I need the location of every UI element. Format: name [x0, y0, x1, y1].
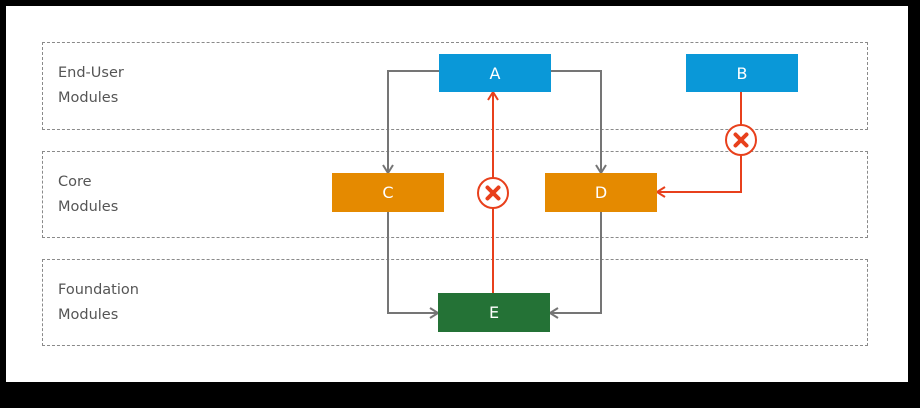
- x-circle-icon: [725, 124, 757, 156]
- layer-label-line: End-User: [58, 65, 124, 81]
- module-a: A: [439, 54, 551, 92]
- layer-label-core: Core Modules: [58, 170, 198, 220]
- module-e: E: [438, 293, 550, 332]
- module-d: D: [545, 173, 657, 212]
- module-b: B: [686, 54, 798, 92]
- arrowhead-icon: [548, 307, 559, 319]
- edge-a-to-c: [387, 70, 439, 172]
- module-c: C: [332, 173, 444, 212]
- layer-label-line: Core: [58, 174, 92, 190]
- layer-label-line: Foundation: [58, 282, 139, 298]
- layer-foundation: [42, 259, 868, 346]
- layer-label-line: Modules: [58, 307, 119, 323]
- arrowhead-icon: [487, 90, 499, 101]
- layer-label-foundation: Foundation Modules: [58, 278, 198, 328]
- layer-end-user: [42, 42, 868, 130]
- layer-label-line: Modules: [58, 199, 119, 215]
- layer-core: [42, 151, 868, 238]
- layer-label-line: Modules: [58, 90, 119, 106]
- edge-d-to-e: [551, 212, 602, 314]
- layer-label-end-user: End-User Modules: [58, 61, 198, 111]
- x-circle-icon: [477, 177, 509, 209]
- edge-c-to-e: [387, 212, 437, 314]
- arrowhead-icon: [655, 186, 666, 198]
- edge-a-to-d: [551, 70, 602, 172]
